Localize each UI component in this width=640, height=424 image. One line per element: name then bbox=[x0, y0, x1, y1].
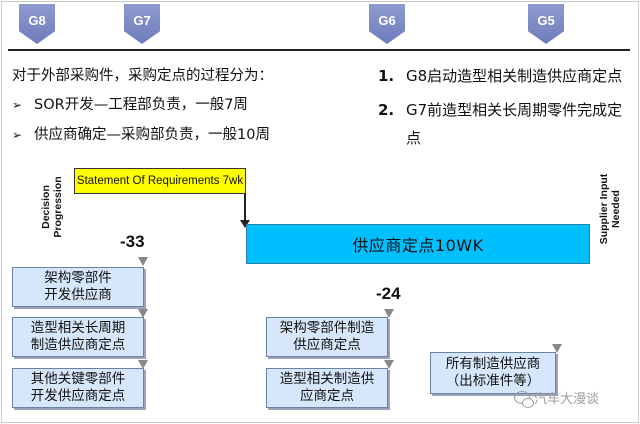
timeline-divider bbox=[8, 49, 630, 51]
gate-label: G6 bbox=[378, 13, 396, 28]
sub-box-all-mfg-suppliers: 所有制造供应商（出标准件等） bbox=[430, 352, 556, 394]
item-text: G8启动造型相关制造供应商定点 bbox=[406, 67, 623, 85]
box-line: 开发供应商定点 bbox=[30, 388, 126, 404]
milestone-triangle-icon bbox=[138, 309, 148, 318]
gate-label: G7 bbox=[133, 13, 151, 28]
axis-label-line: Supplier Input bbox=[598, 173, 610, 245]
sub-box-long-lead-styling: 造型相关长周期制造供应商定点 bbox=[12, 317, 144, 357]
sub-box-architecture-mfg: 架构零部件制造供应商定点 bbox=[266, 317, 388, 357]
decision-progression-label: Decision Progression bbox=[40, 170, 64, 244]
bullet-item: ➢ 供应商确定—采购部负责，一般10周 bbox=[12, 125, 342, 145]
milestone-triangle-icon bbox=[384, 309, 394, 318]
item-text: G7前造型相关长周期零件完成定点 bbox=[406, 101, 623, 147]
bullet-text: 供应商确定—采购部负责，一般10周 bbox=[34, 127, 270, 143]
arrow-bullet-icon: ➢ bbox=[12, 98, 23, 112]
sub-box-styling-mfg: 造型相关制造供应商定点 bbox=[266, 368, 388, 408]
watermark-text: 汽车大漫谈 bbox=[534, 392, 600, 407]
intro-text: 对于外部采购件，采购定点的过程分为： bbox=[12, 68, 273, 84]
box-line: 架构零部件制造 bbox=[279, 320, 375, 336]
wechat-icon bbox=[514, 391, 534, 408]
numbered-list: 1. G8启动造型相关制造供应商定点 2. G7前造型相关长周期零件完成定点 bbox=[378, 62, 628, 152]
milestone-triangle-icon bbox=[138, 360, 148, 369]
box-line: 其他关键零部件 bbox=[30, 371, 126, 387]
box-line: 应商定点 bbox=[300, 388, 354, 404]
axis-label-line: Decision bbox=[40, 185, 52, 229]
supplier-nomination-bar: 供应商定点10WK bbox=[246, 224, 590, 264]
milestone-triangle-icon bbox=[384, 360, 394, 369]
watermark: 汽车大漫谈 bbox=[514, 388, 600, 408]
sub-box-architecture-dev: 架构零部件开发供应商 bbox=[12, 267, 144, 307]
bullet-text: SOR开发—工程部负责，一般7周 bbox=[34, 97, 248, 113]
box-line: 供应商定点 bbox=[293, 337, 361, 353]
box-line: （出标准件等） bbox=[445, 373, 541, 389]
numbered-item: 1. G8启动造型相关制造供应商定点 bbox=[378, 62, 628, 90]
box-line: 制造供应商定点 bbox=[30, 337, 126, 353]
box-line: 造型相关长周期 bbox=[30, 320, 126, 336]
down-arrow-icon bbox=[240, 220, 250, 228]
connector-line bbox=[244, 194, 246, 224]
gate-label: G5 bbox=[537, 13, 555, 28]
sor-phase-box: Statement Of Requirements 7wk bbox=[74, 168, 246, 194]
milestone-triangle-icon bbox=[138, 257, 148, 266]
gate-label: G8 bbox=[28, 13, 46, 28]
milestone-triangle-icon bbox=[552, 344, 562, 353]
box-line: 开发供应商 bbox=[44, 287, 112, 303]
axis-label-line: Needed bbox=[610, 190, 622, 228]
item-number: 2. bbox=[378, 101, 395, 119]
arrow-bullet-icon: ➢ bbox=[12, 128, 23, 142]
box-line: 造型相关制造供 bbox=[279, 371, 375, 387]
item-number: 1. bbox=[378, 67, 395, 85]
supplier-input-label: Supplier Input Needed bbox=[598, 172, 622, 246]
sub-box-other-key-parts: 其他关键零部件开发供应商定点 bbox=[12, 368, 144, 408]
box-line: 所有制造供应商 bbox=[445, 356, 541, 372]
bullet-item: ➢ SOR开发—工程部负责，一般7周 bbox=[12, 95, 342, 115]
box-line: 架构零部件 bbox=[44, 270, 112, 286]
axis-label-line: Progression bbox=[52, 176, 64, 238]
milestone-week-label: -33 bbox=[120, 232, 145, 251]
numbered-item: 2. G7前造型相关长周期零件完成定点 bbox=[378, 96, 628, 152]
milestone-week-label: -24 bbox=[376, 284, 401, 303]
